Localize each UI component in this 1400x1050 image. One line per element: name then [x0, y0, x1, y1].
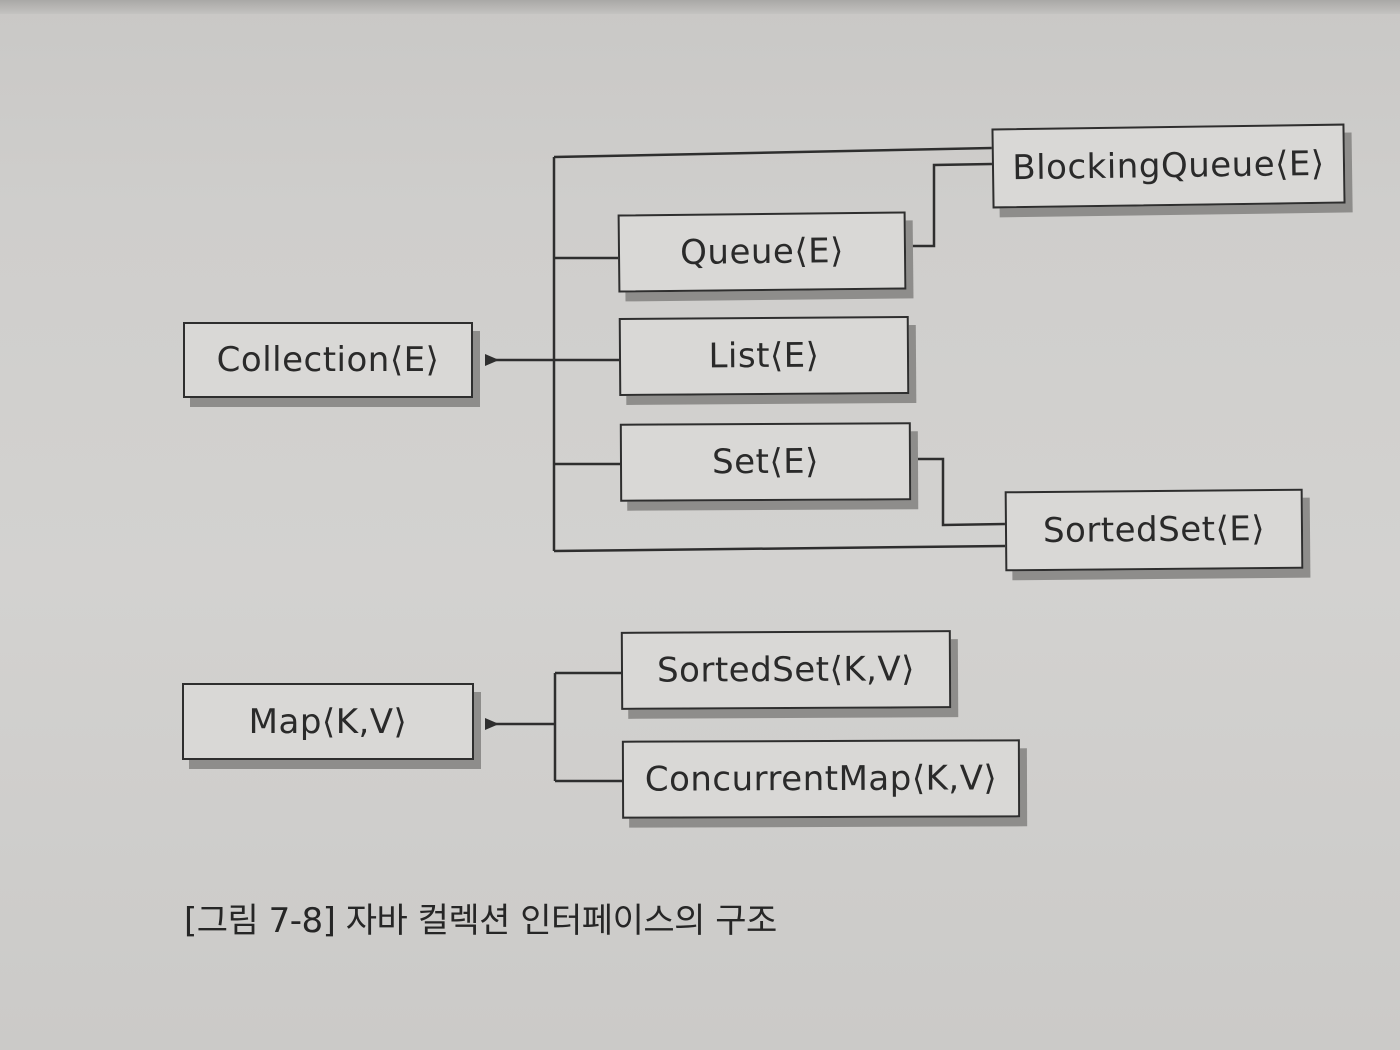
blockingqueue-label: BlockingQueue⟨E⟩ [1012, 143, 1325, 189]
collection-label: Collection⟨E⟩ [216, 340, 440, 380]
blockingqueue-box: BlockingQueue⟨E⟩ [991, 123, 1346, 209]
sortedset-e-label: SortedSet⟨E⟩ [1042, 509, 1266, 551]
concurrentmap-label: ConcurrentMap⟨K,V⟩ [644, 758, 998, 800]
sortedset-to-collection-line [553, 544, 1006, 553]
list-label: List⟨E⟩ [708, 335, 820, 377]
blockingqueue-to-queue-line [906, 162, 993, 248]
map-label: Map⟨K,V⟩ [248, 701, 408, 742]
set-label: Set⟨E⟩ [711, 441, 820, 483]
queue-box: Queue⟨E⟩ [617, 211, 907, 293]
page-top-edge [0, 0, 1400, 14]
map-box: Map⟨K,V⟩ [182, 683, 474, 760]
sortedset-e-box: SortedSet⟨E⟩ [1004, 488, 1304, 572]
sortedset-to-set-line [911, 457, 1006, 527]
list-box: List⟨E⟩ [618, 315, 910, 397]
collection-box: Collection⟨E⟩ [183, 322, 473, 398]
concurrentmap-box: ConcurrentMap⟨K,V⟩ [621, 739, 1021, 819]
sortedset-kv-label: SortedSet⟨K,V⟩ [656, 649, 916, 691]
sortedset-kv-box: SortedSet⟨K,V⟩ [620, 630, 952, 710]
figure-caption: [그림 7-8] 자바 컬렉션 인터페이스의 구조 [184, 901, 777, 941]
queue-label: Queue⟨E⟩ [679, 231, 845, 273]
blockingqueue-to-collection-line [553, 146, 993, 159]
set-box: Set⟨E⟩ [619, 422, 912, 502]
